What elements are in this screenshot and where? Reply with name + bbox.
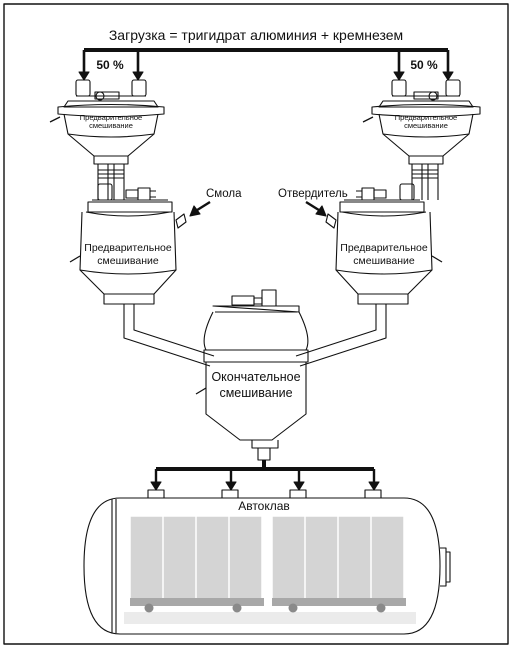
inlet-arrows	[189, 200, 327, 217]
top-left-mixer-vessel	[49, 79, 165, 200]
mid-left-mixer-label: Предварительное смешивание	[84, 242, 172, 267]
transfer-pipes	[123, 304, 387, 367]
top-right-mixer-vessel	[362, 79, 481, 200]
mid-left-mixer-vessel	[69, 183, 187, 305]
resin-label: Смола	[206, 188, 242, 200]
top-left-mixer-label: Предварительное смешивание	[79, 113, 143, 130]
autoclave-rails	[124, 598, 416, 624]
autoclave-vessel	[83, 489, 451, 635]
top-right-mixer-label: Предварительное смешивание	[394, 113, 458, 130]
hardener-label: Отвердитель	[278, 188, 348, 200]
distribution-manifold	[150, 460, 380, 491]
final-mixer-vessel	[195, 289, 309, 461]
diagram-frame	[3, 3, 509, 645]
mid-right-mixer-label: Предварительное смешивание	[340, 242, 428, 267]
autoclave-label: Автоклав	[238, 499, 290, 513]
right-percent-label: 50 %	[410, 58, 438, 72]
feed-line	[78, 48, 454, 81]
left-percent-label: 50 %	[96, 58, 124, 72]
final-mixer-label: Окончательное смешивание	[211, 370, 301, 400]
mid-right-mixer-vessel	[325, 183, 443, 305]
autoclave-molds	[129, 515, 405, 601]
diagram-title: Загрузка = тригидрат алюминия + кремнезе…	[108, 27, 404, 43]
